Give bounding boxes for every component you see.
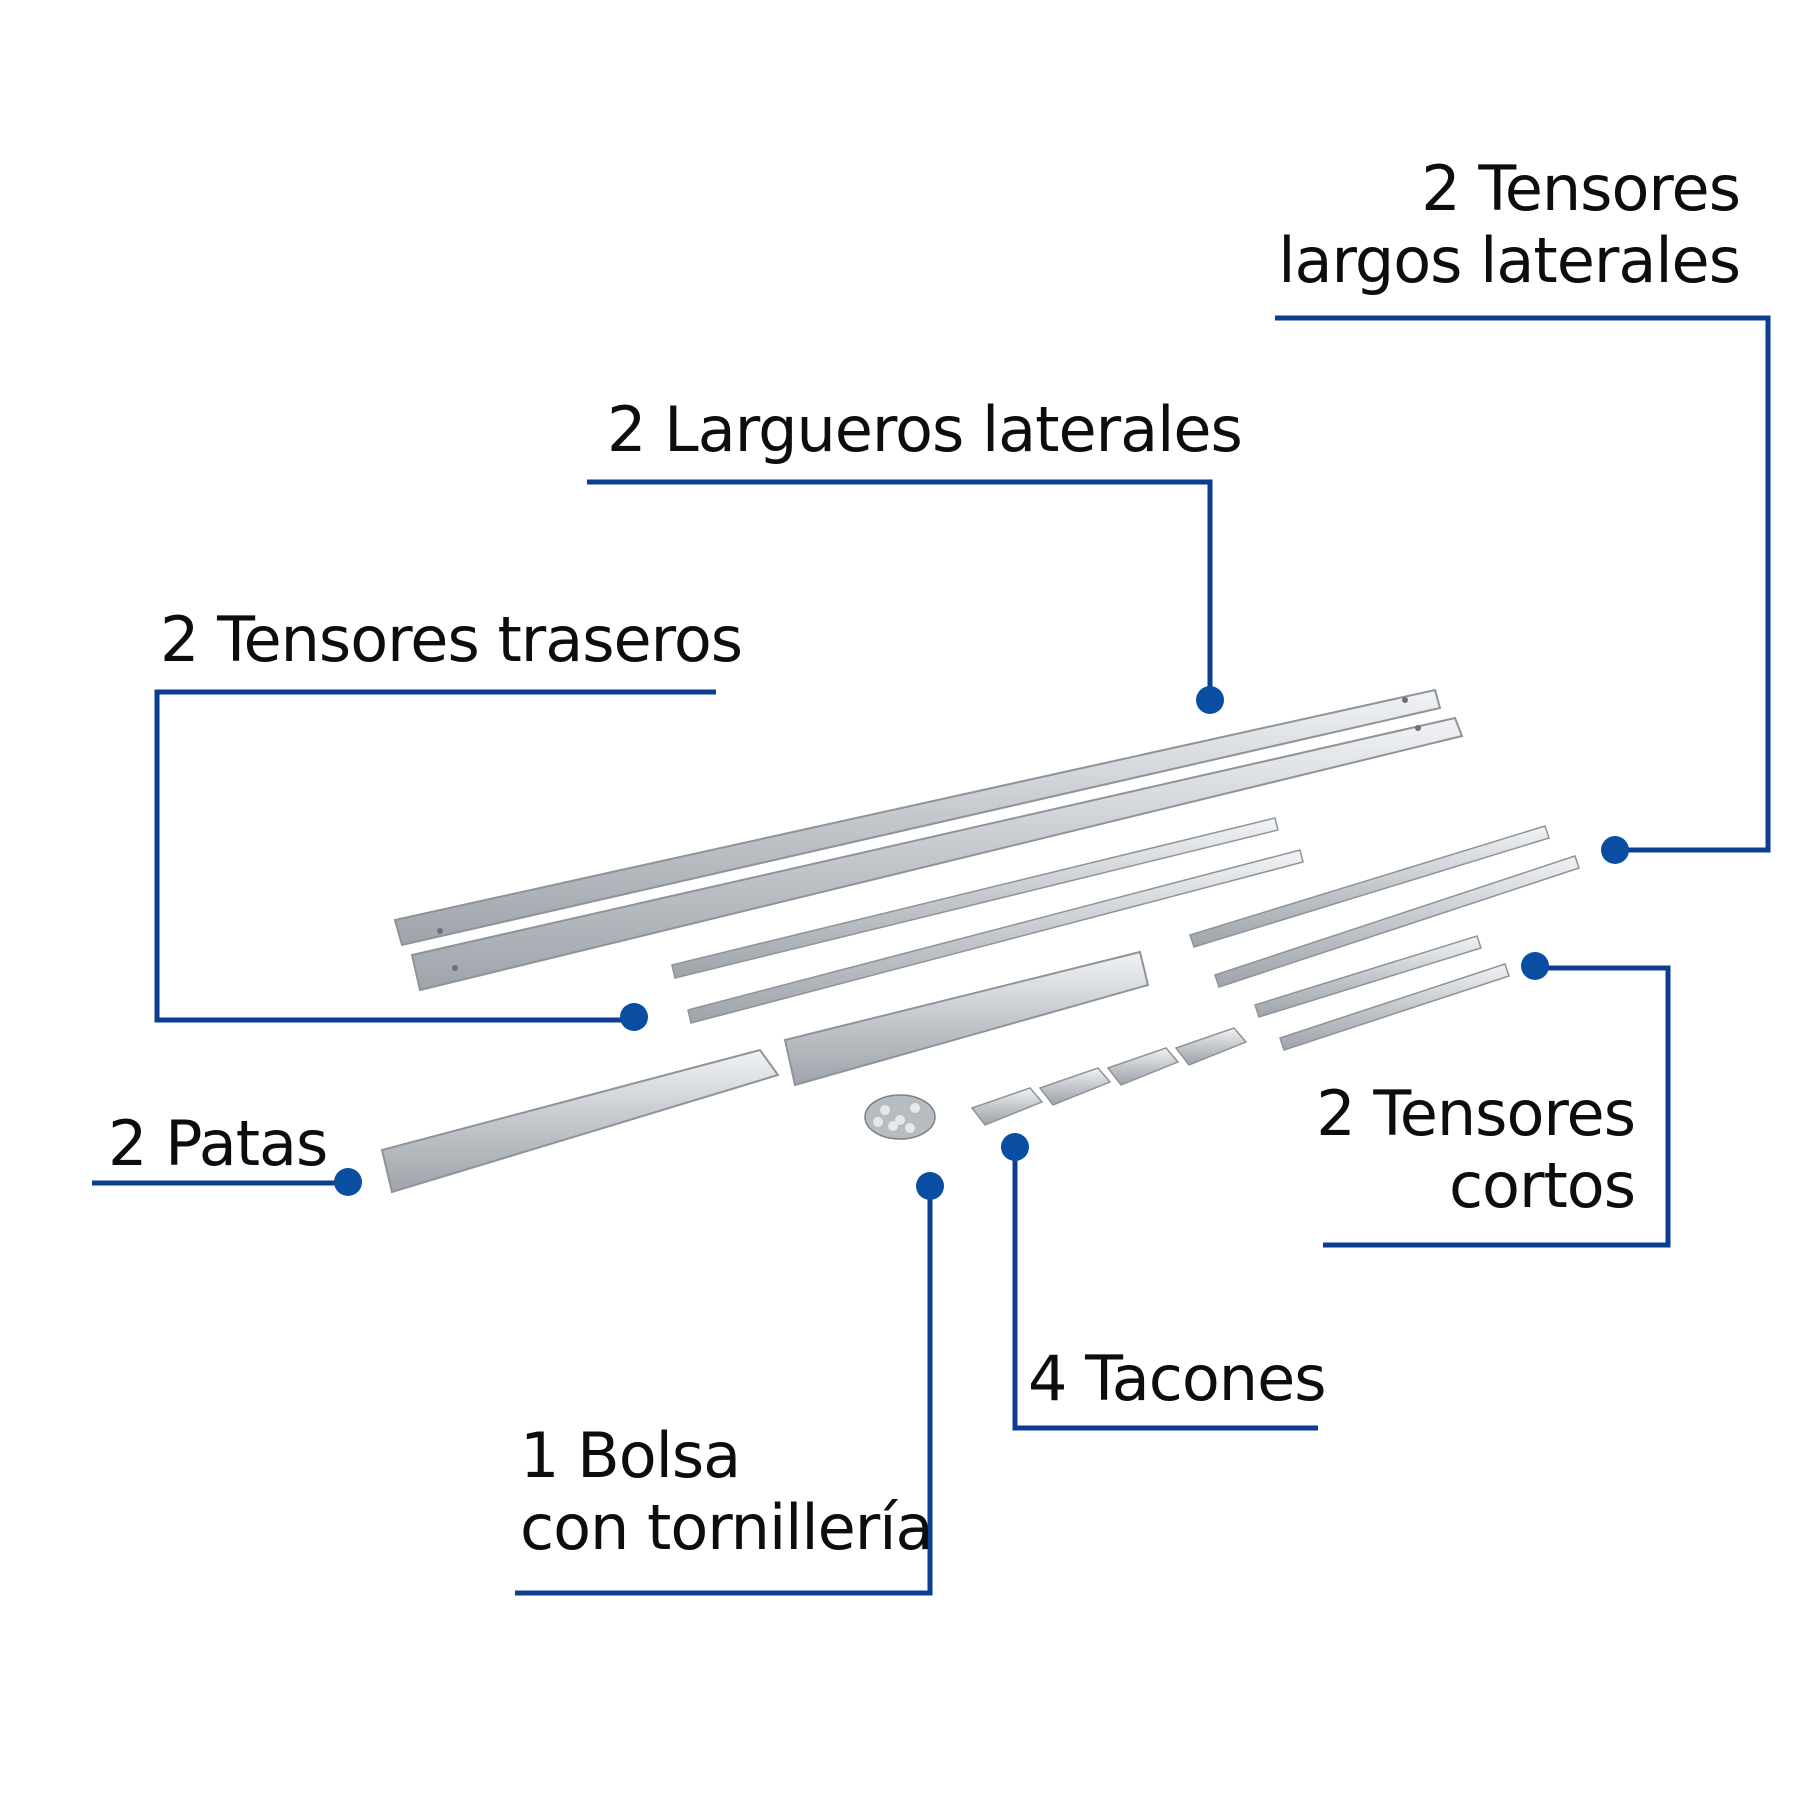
leader-lines (92, 315, 1771, 1596)
tacon-1 (970, 1087, 1044, 1126)
leader-cortos (1323, 965, 1671, 1248)
dot-patas (334, 1168, 362, 1196)
label-tensores-cortos: 2 Tensores cortos (1316, 1077, 1636, 1222)
dot-largueros (1196, 686, 1224, 714)
tensor-largo-2 (1214, 855, 1580, 988)
pata-2 (783, 950, 1150, 1087)
tacon-4 (1174, 1027, 1248, 1066)
label-line: 2 Largueros laterales (607, 393, 1243, 466)
tensores-traseros-parts (671, 817, 1304, 1024)
pata-1 (380, 1048, 780, 1194)
tensores-cortos-parts (1254, 935, 1510, 1051)
leader-largueros (587, 479, 1213, 700)
leader-bolsa (515, 1186, 933, 1596)
label-patas: 2 Patas (108, 1107, 328, 1180)
label-bolsa-tornilleria: 1 Bolsa con tornillería (520, 1420, 933, 1564)
larguero-bottom (410, 716, 1464, 992)
largueros-laterales-parts (393, 688, 1464, 992)
label-line: 2 Tensores traseros (160, 603, 743, 676)
tensor-corto-2 (1279, 963, 1510, 1051)
leader-largos-laterales (1275, 315, 1771, 853)
tacon-3 (1106, 1047, 1180, 1086)
dot-cortos (1521, 952, 1549, 980)
leader-traseros (154, 689, 716, 1023)
tensor-largo-1 (1189, 825, 1550, 948)
label-tacones: 4 Tacones (1028, 1342, 1327, 1415)
tensor-corto-1 (1254, 935, 1482, 1018)
label-tensores-largos-laterales: 2 Tensores largos laterales (1278, 152, 1741, 297)
label-line: cortos (1448, 1149, 1636, 1222)
callout-dots (334, 686, 1629, 1200)
leader-tacones (1012, 1147, 1318, 1431)
dot-tacones (1001, 1133, 1029, 1161)
label-line: 2 Tensores (1421, 152, 1741, 225)
label-line: 4 Tacones (1028, 1342, 1327, 1415)
tensor-trasero-2 (687, 849, 1304, 1024)
tensor-trasero-1 (671, 817, 1279, 979)
label-line: 2 Patas (108, 1107, 328, 1180)
dot-traseros (620, 1003, 648, 1031)
label-line: 1 Bolsa (520, 1419, 741, 1492)
label-line: con tornillería (520, 1491, 933, 1564)
dot-bolsa (916, 1172, 944, 1200)
label-line: 2 Tensores (1316, 1077, 1636, 1150)
patas-parts (380, 950, 1150, 1194)
tacon-2 (1038, 1067, 1112, 1106)
label-line: largos laterales (1278, 224, 1741, 297)
label-largueros-laterales: 2 Largueros laterales (607, 393, 1243, 466)
dot-largos-laterales (1601, 836, 1629, 864)
tensores-largos-parts (1189, 825, 1580, 988)
bolsa-tornilleria-part (864, 1094, 936, 1140)
tacones-parts (970, 1027, 1248, 1126)
label-tensores-traseros: 2 Tensores traseros (160, 603, 743, 676)
larguero-top (393, 688, 1442, 947)
